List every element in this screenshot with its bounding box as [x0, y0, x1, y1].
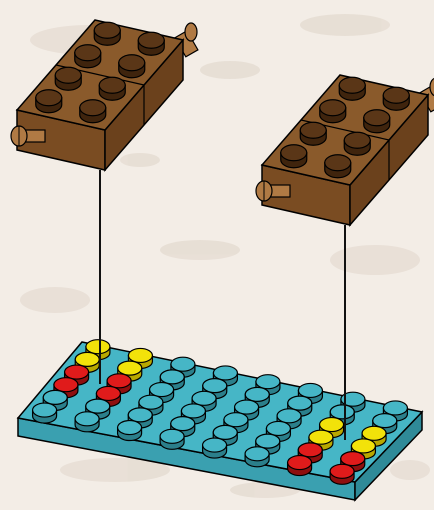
plate-stud-yellow-top: [362, 426, 386, 440]
brick-stud-top: [281, 145, 307, 161]
bark-patch: [160, 240, 240, 260]
bark-patch: [120, 153, 160, 167]
brick-stud-top: [119, 55, 145, 71]
bark-patch: [200, 61, 260, 79]
plate-stud-blue: [33, 403, 57, 423]
plate-stud-red-top: [288, 456, 312, 470]
plate-stud-yellow-top: [351, 439, 375, 453]
plate-stud-blue: [118, 421, 142, 441]
brick-stud: [94, 22, 120, 45]
brick-stud: [325, 155, 351, 178]
plate-stud-blue-top: [118, 421, 142, 435]
plate-stud-blue-top: [383, 401, 407, 415]
brick-stud-top: [36, 90, 62, 106]
brick-stud-top: [364, 110, 390, 126]
bark-patch: [300, 14, 390, 36]
plate-stud-red: [330, 464, 354, 484]
plate-stud-blue-top: [330, 405, 354, 419]
bark-patch: [330, 245, 420, 275]
plate-stud-blue-top: [150, 383, 174, 397]
plate-stud-blue-top: [43, 390, 67, 404]
brick-stud-top: [344, 132, 370, 148]
plate-stud-blue-top: [203, 438, 227, 452]
plate-stud-blue-top: [160, 429, 184, 443]
brick-stud: [119, 55, 145, 78]
plate-stud-blue-top: [256, 434, 280, 448]
plate-stud-blue-top: [288, 396, 312, 410]
plate-stud-yellow-top: [309, 430, 333, 444]
brick-stud-top: [300, 122, 326, 138]
plate-stud-yellow-top: [320, 418, 344, 432]
plate-stud-blue-top: [181, 404, 205, 418]
brick-stud: [344, 132, 370, 155]
plate-stud-blue-top: [224, 413, 248, 427]
brick-stud-top: [94, 22, 120, 38]
brick-stud: [339, 77, 365, 100]
plate-stud-red-top: [107, 374, 131, 388]
brick-stud: [138, 32, 164, 55]
plate-stud-blue-top: [86, 399, 110, 413]
plate-stud-blue-top: [298, 383, 322, 397]
plate-stud-blue: [203, 438, 227, 458]
plate-stud-blue-top: [128, 408, 152, 422]
brick-stud-top: [138, 32, 164, 48]
brick-stud: [320, 100, 346, 123]
brick-stud-top: [99, 77, 125, 93]
brick-stud-top: [339, 77, 365, 93]
plate-stud-blue-top: [171, 357, 195, 371]
plate-stud-red-top: [330, 464, 354, 478]
plate-stud-red-top: [298, 443, 322, 457]
brick-stud: [364, 110, 390, 133]
plate-stud-red-top: [341, 452, 365, 466]
plate-stud-blue: [75, 412, 99, 432]
plate-stud-blue-top: [160, 370, 184, 384]
brick-stud: [300, 122, 326, 145]
brick-stud: [99, 77, 125, 100]
brick-stud-top: [80, 100, 106, 116]
plate-stud-blue-top: [373, 414, 397, 428]
brick-stud: [55, 67, 81, 90]
plate-stud-blue-top: [139, 395, 163, 409]
brick-stud-top: [325, 155, 351, 171]
plate-stud-blue-top: [203, 379, 227, 393]
plate-stud-yellow-top: [118, 361, 142, 375]
plate-stud-blue-top: [266, 421, 290, 435]
plate-stud-blue-top: [192, 391, 216, 405]
plate-stud-blue-top: [213, 366, 237, 380]
plate-stud-red: [288, 456, 312, 476]
plate-stud-blue-top: [245, 447, 269, 461]
plate-stud-blue-top: [171, 417, 195, 431]
bark-patch: [390, 460, 430, 480]
plate-stud-blue-top: [75, 412, 99, 426]
plate-stud-blue: [160, 429, 184, 449]
plate-stud-blue-top: [256, 375, 280, 389]
plate-stud-blue-top: [277, 409, 301, 423]
plate-stud-red-top: [65, 365, 89, 379]
brick-stud-top: [383, 87, 409, 103]
axle-back-end: [185, 23, 197, 41]
bark-patch: [20, 287, 90, 313]
plate-stud-blue-top: [33, 403, 57, 417]
plate-stud-yellow-top: [75, 352, 99, 366]
brick-stud: [80, 100, 106, 123]
brick-stud-top: [75, 45, 101, 61]
plate-stud-red-top: [96, 386, 120, 400]
brick-stud: [281, 145, 307, 168]
brick-stud-top: [320, 100, 346, 116]
plate-stud-blue: [245, 447, 269, 467]
plate-stud-blue-top: [213, 425, 237, 439]
brick-stud: [383, 87, 409, 110]
plate-stud-blue-top: [245, 387, 269, 401]
brick-stud: [75, 45, 101, 68]
plate-stud-yellow-top: [128, 348, 152, 362]
plate-stud-yellow-top: [86, 340, 110, 354]
plate-stud-blue-top: [235, 400, 259, 414]
plate-stud-red-top: [54, 378, 78, 392]
brick-stud-top: [55, 67, 81, 83]
brick-stud: [36, 90, 62, 113]
